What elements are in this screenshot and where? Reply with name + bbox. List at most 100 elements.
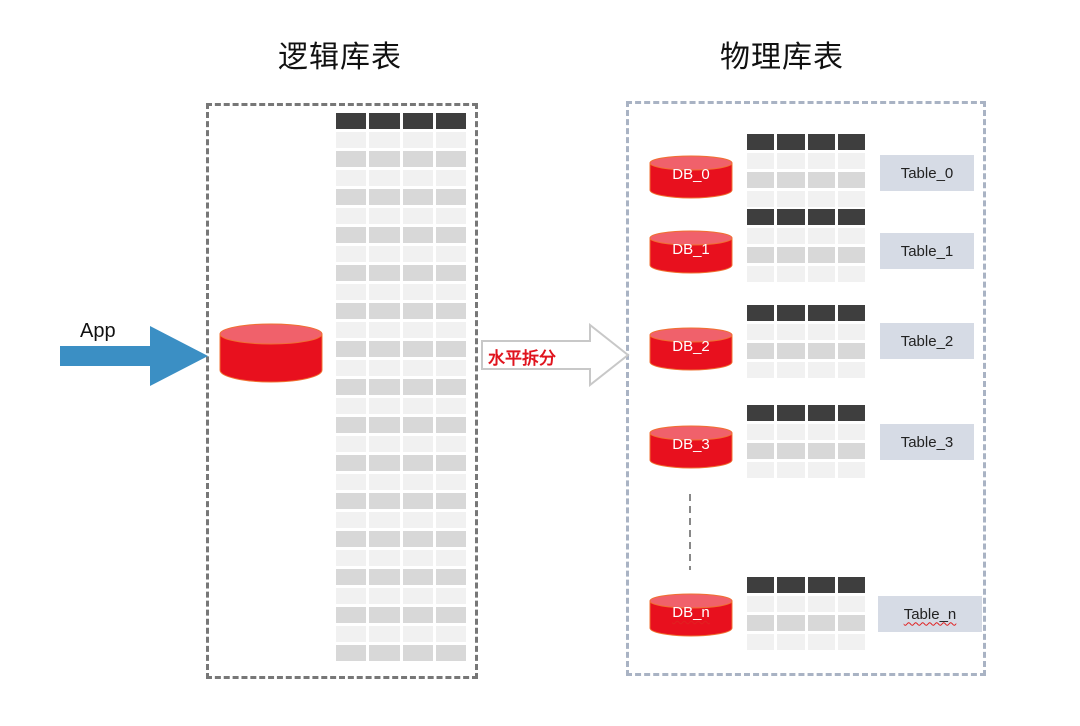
- table-cell: [747, 462, 775, 478]
- table-cell: [777, 424, 805, 440]
- table-cell: [336, 531, 367, 547]
- table-cell: [747, 172, 775, 188]
- table-cell: [369, 341, 400, 357]
- table-cell: [777, 443, 805, 459]
- logical-title: 逻辑库表: [278, 40, 402, 75]
- table-cell: [336, 303, 367, 319]
- shard-table-label: Table_3: [880, 424, 974, 460]
- table-cell: [336, 341, 367, 357]
- table-cell: [369, 569, 400, 585]
- table-cell: [402, 645, 433, 661]
- arrow-right-icon: [60, 326, 208, 386]
- table-cell: [777, 266, 805, 282]
- table-cell: [777, 596, 805, 612]
- table-cell: [435, 550, 466, 566]
- table-cell: [747, 228, 775, 244]
- table-cell: [747, 634, 775, 650]
- table-header-cell: [747, 577, 775, 593]
- table-cell: [336, 607, 367, 623]
- table-header-cell: [807, 305, 835, 321]
- table-header-cell: [369, 113, 400, 129]
- logical-table: [336, 113, 466, 661]
- table-cell: [435, 455, 466, 471]
- shard-db-label: DB_n: [672, 604, 710, 621]
- table-cell: [807, 362, 835, 378]
- table-cell: [807, 172, 835, 188]
- table-cell: [777, 343, 805, 359]
- table-cell: [336, 436, 367, 452]
- table-cell: [837, 324, 865, 340]
- table-cell: [807, 191, 835, 207]
- physical-container: [626, 101, 986, 676]
- table-cell: [435, 645, 466, 661]
- table-cell: [369, 227, 400, 243]
- table-cell: [435, 626, 466, 642]
- table-header-cell: [435, 113, 466, 129]
- table-cell: [369, 512, 400, 528]
- table-cell: [336, 189, 367, 205]
- table-cell: [837, 596, 865, 612]
- table-cell: [435, 569, 466, 585]
- table-header-cell: [777, 405, 805, 421]
- table-cell: [369, 303, 400, 319]
- database-cylinder-icon: [649, 327, 733, 371]
- table-cell: [777, 462, 805, 478]
- table-cell: [336, 246, 367, 262]
- table-cell: [369, 170, 400, 186]
- table-cell: [369, 360, 400, 376]
- table-cell: [369, 246, 400, 262]
- table-cell: [369, 626, 400, 642]
- table-cell: [369, 208, 400, 224]
- table-cell: [747, 343, 775, 359]
- table-cell: [336, 170, 367, 186]
- table-cell: [369, 398, 400, 414]
- table-cell: [402, 626, 433, 642]
- shard-db: DB_0: [648, 154, 734, 200]
- table-header-cell: [837, 577, 865, 593]
- database-cylinder-icon: [649, 230, 733, 274]
- table-cell: [777, 324, 805, 340]
- table-cell: [336, 588, 367, 604]
- table-cell: [336, 227, 367, 243]
- database-cylinder-icon: [649, 155, 733, 199]
- shard-table: [747, 209, 865, 282]
- table-cell: [336, 417, 367, 433]
- table-cell: [369, 645, 400, 661]
- physical-title: 物理库表: [720, 40, 844, 75]
- table-cell: [435, 208, 466, 224]
- table-cell: [747, 596, 775, 612]
- table-cell: [369, 607, 400, 623]
- shard-db-label: DB_0: [672, 166, 710, 183]
- shard-table-name: Table_3: [900, 433, 954, 451]
- table-cell: [435, 493, 466, 509]
- table-header-cell: [807, 134, 835, 150]
- table-header-cell: [777, 577, 805, 593]
- table-cell: [837, 443, 865, 459]
- table-cell: [435, 151, 466, 167]
- table-cell: [435, 189, 466, 205]
- table-header-cell: [402, 113, 433, 129]
- table-cell: [435, 474, 466, 490]
- table-cell: [336, 512, 367, 528]
- table-cell: [435, 303, 466, 319]
- table-header-cell: [837, 134, 865, 150]
- table-cell: [369, 417, 400, 433]
- table-header-cell: [747, 134, 775, 150]
- table-cell: [747, 324, 775, 340]
- table-cell: [435, 284, 466, 300]
- table-cell: [336, 645, 367, 661]
- table-cell: [837, 462, 865, 478]
- table-header-cell: [807, 577, 835, 593]
- table-cell: [777, 172, 805, 188]
- shard-table: [747, 134, 865, 207]
- table-cell: [369, 379, 400, 395]
- table-cell: [402, 341, 433, 357]
- table-cell: [777, 362, 805, 378]
- table-header-cell: [747, 305, 775, 321]
- table-cell: [747, 362, 775, 378]
- table-header-cell: [336, 113, 367, 129]
- table-cell: [369, 322, 400, 338]
- app-label: App: [80, 320, 116, 342]
- table-cell: [837, 172, 865, 188]
- table-header-cell: [837, 405, 865, 421]
